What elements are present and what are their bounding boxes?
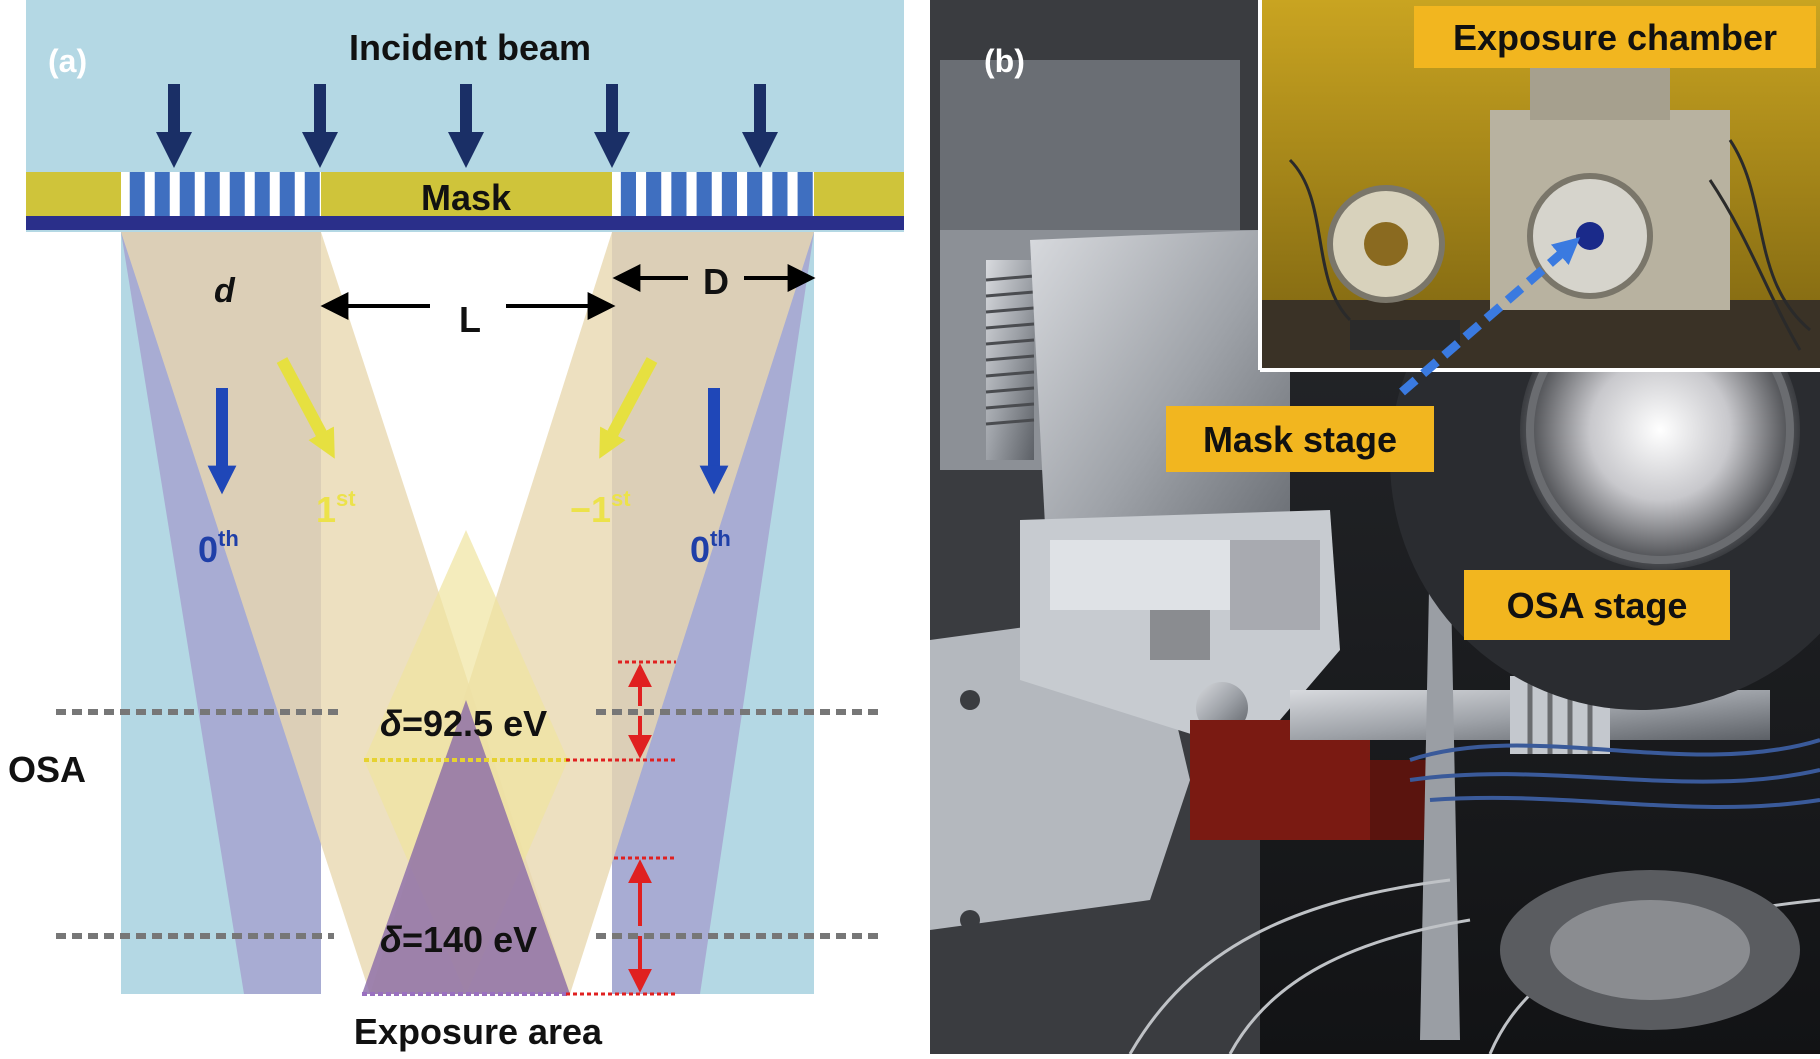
grating-line xyxy=(721,172,737,216)
grating-line xyxy=(129,172,145,216)
grating-line xyxy=(696,172,712,216)
red-cable-mesh-2 xyxy=(1370,760,1430,840)
delta-92-label: δ=92.5 eV xyxy=(380,703,547,744)
exposure-chamber-label-box xyxy=(1414,6,1816,68)
mask-holder xyxy=(1050,540,1230,610)
exposure-area-label: Exposure area xyxy=(354,1011,603,1052)
panel-a-schematic: (a) Incident beam Mask d L D 0th 0th 1st… xyxy=(8,0,904,1052)
first-order-arrow xyxy=(276,357,335,459)
first-order-label: 1st xyxy=(316,486,356,530)
L-label: L xyxy=(459,299,481,340)
d-label: d xyxy=(214,272,236,310)
grating-line xyxy=(772,172,788,216)
knurled-knob xyxy=(1150,610,1210,660)
frame-plate xyxy=(940,60,1240,230)
neg-first-order-label: −1st xyxy=(570,486,631,530)
apparatus-photo: (b) Exposure chamber Mask stage OSA stag… xyxy=(930,0,1820,1055)
mask-substrate xyxy=(26,216,904,230)
osa-stage-label: OSA stage xyxy=(1507,585,1688,626)
schematic-svg: (a) Incident beam Mask d L D 0th 0th 1st… xyxy=(8,0,904,1052)
osa-stage-label-box xyxy=(1464,570,1730,640)
grating-line xyxy=(279,172,295,216)
incident-beam-label: Incident beam xyxy=(349,27,591,68)
panel-a-label: (a) xyxy=(48,43,87,79)
mask-holder-2 xyxy=(1230,540,1320,630)
incident-beam-arrows xyxy=(156,84,778,168)
osa-planes xyxy=(56,709,880,939)
stage-bolt-3 xyxy=(960,910,980,930)
exposure-overlap-region xyxy=(362,700,570,994)
delta-140-label: δ=140 eV xyxy=(380,919,537,960)
grating-line xyxy=(620,172,636,216)
left-grating xyxy=(121,172,321,216)
right-zero-order-label: 0th xyxy=(690,526,731,570)
chamber-pointer xyxy=(1399,237,1581,396)
grating-line xyxy=(229,172,245,216)
grating-line xyxy=(671,172,687,216)
grating-line xyxy=(304,172,320,216)
D-label: D xyxy=(703,261,729,302)
grating-line xyxy=(179,172,195,216)
grating-line xyxy=(646,172,662,216)
mask-label: Mask xyxy=(421,177,512,218)
mask-stage-label: Mask stage xyxy=(1203,419,1397,460)
grating-line xyxy=(204,172,220,216)
mask-stage-label-box xyxy=(1166,406,1434,472)
grating-line xyxy=(254,172,270,216)
screw-threads xyxy=(985,274,1035,426)
blue-cables xyxy=(1409,738,1820,810)
grating-line xyxy=(747,172,763,216)
grating-line xyxy=(154,172,170,216)
osa-label: OSA xyxy=(8,749,86,790)
left-zero-order-label: 0th xyxy=(198,526,239,570)
panel-b-label: (b) xyxy=(984,43,1025,79)
osa-blade xyxy=(1420,540,1460,1040)
stage-bolt xyxy=(960,690,980,710)
right-grating xyxy=(612,172,814,216)
panel-b-photo: (b) Exposure chamber Mask stage OSA stag… xyxy=(930,0,1820,1055)
red-distance-markers xyxy=(566,660,676,996)
exposure-chamber-label: Exposure chamber xyxy=(1453,17,1777,58)
grating-line xyxy=(797,172,813,216)
bottom-flange-inner xyxy=(1550,900,1750,1000)
neg-first-order-arrow xyxy=(599,357,658,459)
